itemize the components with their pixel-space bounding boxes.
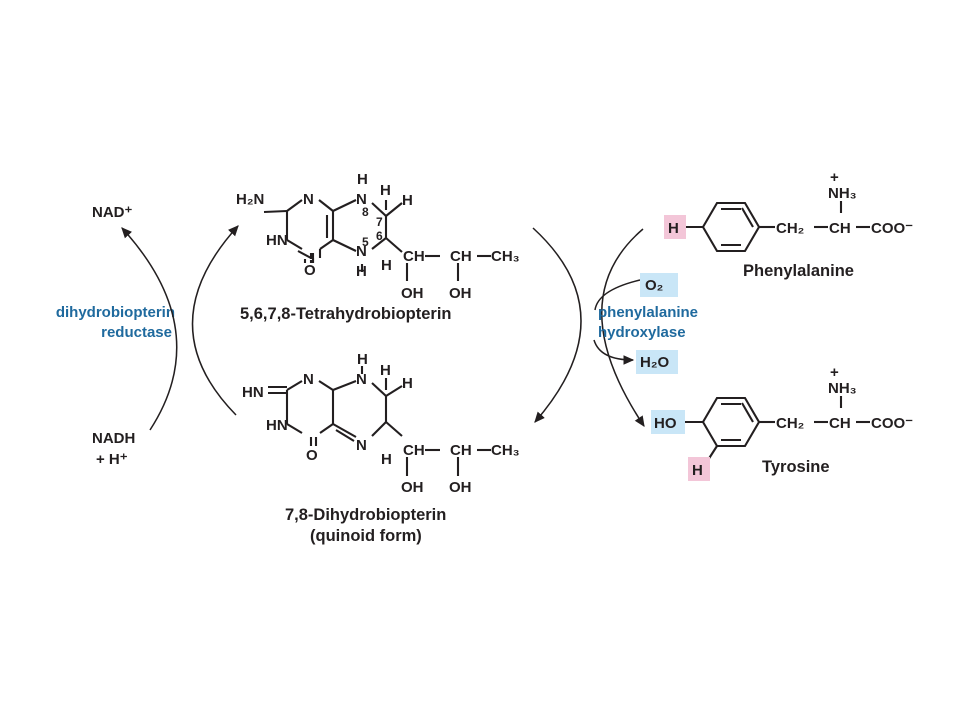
o2-label: O₂ <box>645 277 663 294</box>
tyrosine-ch2: CH₂ <box>776 415 804 432</box>
reductase-label-line2: reductase <box>101 324 172 341</box>
n8-hydrogen: H <box>357 171 368 188</box>
tetrahydrobiopterin-name: 5,6,7,8-Tetrahydrobiopterin <box>240 305 452 323</box>
tyrosine-ho-highlight <box>651 410 685 434</box>
c6-hydrogen: H <box>381 257 392 274</box>
side-chain-ch2: CH <box>450 442 472 459</box>
phenylalanine-coo: COO⁻ <box>871 220 913 237</box>
hydroxylase-arrows: O₂ H₂O phenylalanine hydroxylase <box>532 227 698 427</box>
dihydrobiopterin-subname: (quinoid form) <box>310 527 422 545</box>
phenylalanine-charge-plus: + <box>830 169 839 186</box>
n5-atom: N <box>356 243 367 260</box>
hydroxyl-1: OH <box>401 479 424 496</box>
tetrahydrobiopterin-structure: H₂N N HN O N H N H H H H CH CH CH₃ OH OH… <box>236 171 520 323</box>
h2o-exit-arrow <box>593 339 635 365</box>
reductase-label-line1: dihydrobiopterin <box>56 304 175 321</box>
tyrosine-h-substituent: H <box>692 462 703 479</box>
plus-h-label: + H⁺ <box>96 451 128 468</box>
c6-hydrogen: H <box>381 451 392 468</box>
n8-atom: N <box>356 371 367 388</box>
phenylalanine-name: Phenylalanine <box>743 262 854 280</box>
side-chain-ch3: CH₃ <box>491 442 520 459</box>
phenylalanine-h-highlight <box>664 215 686 239</box>
h2o-highlight <box>636 350 678 374</box>
nadh-to-nad-arrow <box>121 227 178 431</box>
position-8-number: 8 <box>362 205 369 219</box>
hydroxyl-1: OH <box>401 285 424 302</box>
position-5-number: 5 <box>362 235 369 249</box>
c7-hydrogen-a: H <box>380 182 391 199</box>
side-chain-ch2: CH <box>450 248 472 265</box>
ring-hn: HN <box>266 417 288 434</box>
o2-highlight <box>640 273 678 297</box>
nadh-label: NADH <box>92 430 135 447</box>
phenylalanine-ch: CH <box>829 220 851 237</box>
h2o-label: H₂O <box>640 354 669 371</box>
tyrosine-ch: CH <box>829 415 851 432</box>
reductase-cycle: NAD⁺ NADH + H⁺ dihydrobiopterin reductas… <box>56 204 239 468</box>
tyrosine-charge-plus: + <box>830 364 839 381</box>
carbonyl-o: O <box>306 447 318 464</box>
tyrosine-h-highlight <box>688 457 710 481</box>
tyrosine-coo: COO⁻ <box>871 415 913 432</box>
phenylalanine-to-tyrosine-arrow <box>601 228 645 427</box>
c7-hydrogen-b: H <box>402 192 413 209</box>
dihydrobiopterin-name: 7,8-Dihydrobiopterin <box>285 506 446 524</box>
hydroxyl-2: OH <box>449 479 472 496</box>
hydroxyl-2: OH <box>449 285 472 302</box>
c7-hydrogen-a: H <box>380 362 391 379</box>
c7-hydrogen-b: H <box>402 375 413 392</box>
ring-n-top: N <box>303 191 314 208</box>
ring-hn: HN <box>266 232 288 249</box>
dihydrobiopterin-structure: HN N HN O N H N H H H CH CH CH₃ OH OH 7,… <box>242 351 520 545</box>
n8-atom: N <box>356 191 367 208</box>
hydroxylase-label-line1: phenylalanine <box>598 304 698 321</box>
hydroxylase-label-line2: hydroxylase <box>598 324 686 341</box>
phenylalanine-nh3: NH₃ <box>828 185 857 202</box>
side-chain-ch3: CH₃ <box>491 248 520 265</box>
imine-hn-label: HN <box>242 384 264 401</box>
phenylalanine-ch2: CH₂ <box>776 220 804 237</box>
n8-hydrogen: H <box>357 351 368 368</box>
n5-atom: N <box>356 437 367 454</box>
position-7-number: 7 <box>376 215 383 229</box>
h2n-label: H₂N <box>236 191 264 208</box>
tyrosine-name: Tyrosine <box>762 458 830 476</box>
phenylalanine-h-substituent: H <box>668 220 679 237</box>
side-chain-ch1: CH <box>403 442 425 459</box>
ring-n-top: N <box>303 371 314 388</box>
carbonyl-o: O <box>304 262 316 279</box>
phenylalanine-structure: H CH₂ CH NH₃ + COO⁻ Phenylalanine <box>664 169 913 280</box>
tetrahydro-to-dihydro-arrow <box>532 227 582 423</box>
position-6-number: 6 <box>376 229 383 243</box>
dihydro-to-tetrahydro-arrow <box>191 225 239 416</box>
nad-plus-label: NAD⁺ <box>92 204 132 221</box>
tyrosine-nh3: NH₃ <box>828 380 857 397</box>
tyrosine-ho: HO <box>654 415 677 432</box>
side-chain-ch1: CH <box>403 248 425 265</box>
tyrosine-structure: HO H CH₂ CH NH₃ + COO⁻ Tyrosine <box>651 364 913 481</box>
o2-entry-arrow <box>594 279 641 311</box>
n5-hydrogen: H <box>356 263 367 280</box>
